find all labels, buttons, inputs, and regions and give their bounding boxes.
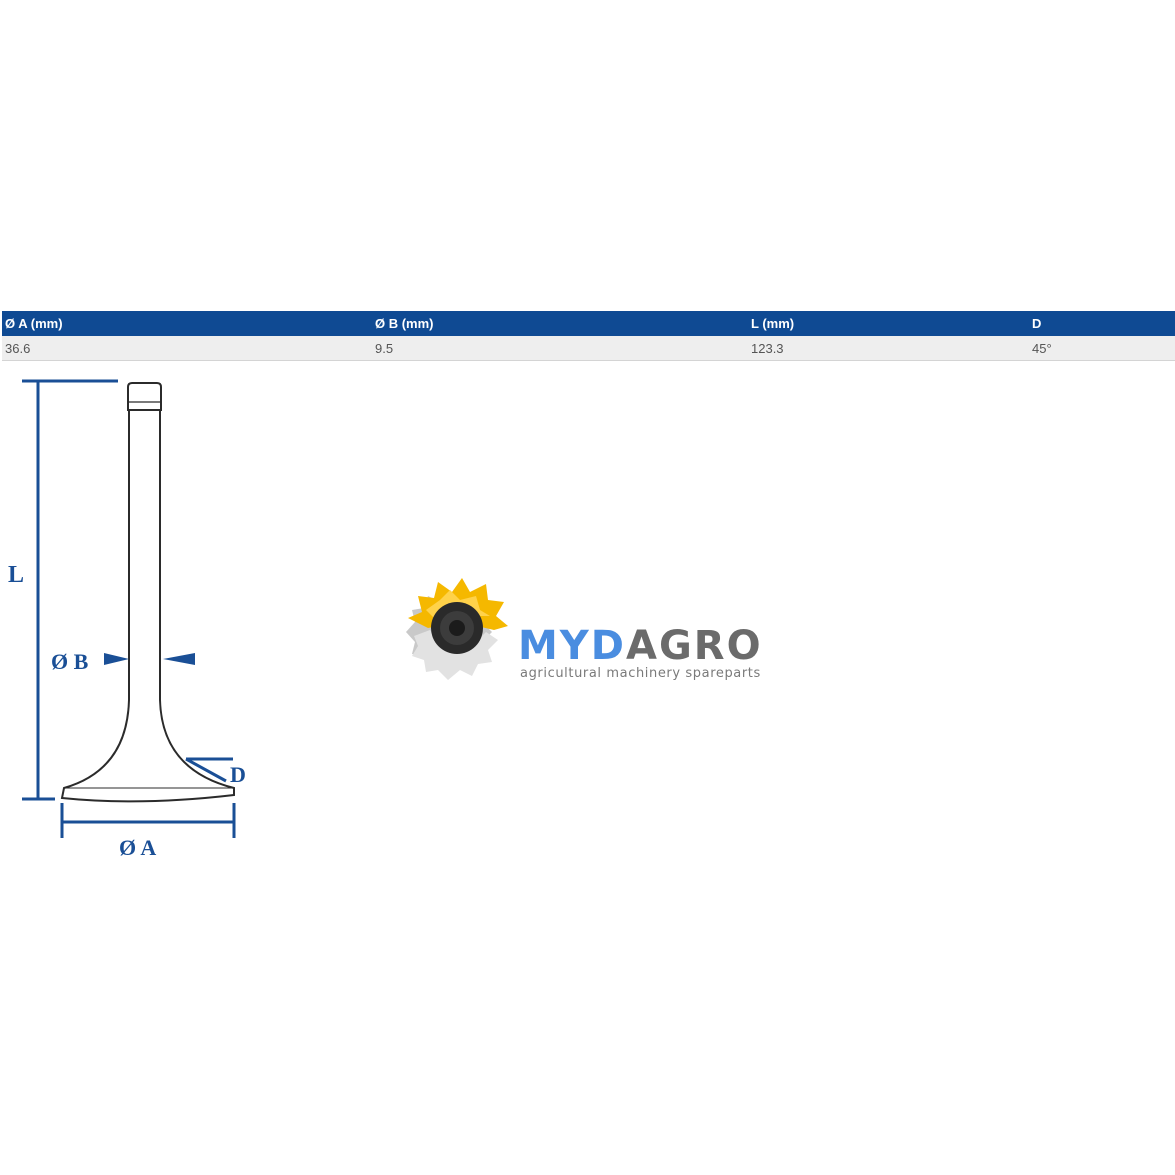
spec-table-header-row: Ø A (mm) Ø B (mm) L (mm) D [2, 311, 1175, 336]
brand-tagline: agricultural machinery spareparts [520, 666, 761, 681]
cell-angle: 45° [1029, 336, 1175, 361]
header-diameter-a: Ø A (mm) [2, 311, 372, 336]
label-stem-diameter: Ø B [51, 649, 89, 674]
header-diameter-b: Ø B (mm) [372, 311, 748, 336]
sunflower-logo-icon [406, 578, 508, 680]
header-angle: D [1029, 311, 1175, 336]
cell-length: 123.3 [748, 336, 1029, 361]
spec-table: Ø A (mm) Ø B (mm) L (mm) D 36.6 9.5 123.… [2, 311, 1175, 361]
label-angle: D [230, 762, 246, 787]
length-dimension [22, 379, 118, 801]
angle-indicator [185, 757, 233, 783]
cell-diameter-b: 9.5 [372, 336, 748, 361]
stem-diameter-arrows [104, 653, 195, 665]
cell-diameter-a: 36.6 [2, 336, 372, 361]
label-length: L [8, 562, 24, 588]
head-diameter-dimension [60, 803, 236, 838]
table-row: 36.6 9.5 123.3 45° [2, 336, 1175, 361]
header-length: L (mm) [748, 311, 1029, 336]
valve-outline [60, 382, 235, 803]
brand-name-part1: MYD [518, 623, 626, 669]
brand-name: MYDAGRO [518, 622, 763, 670]
label-head-diameter: Ø A [119, 835, 156, 860]
brand-name-part2: AGRO [625, 623, 763, 669]
valve-diagram: L Ø B D Ø A [8, 379, 246, 860]
